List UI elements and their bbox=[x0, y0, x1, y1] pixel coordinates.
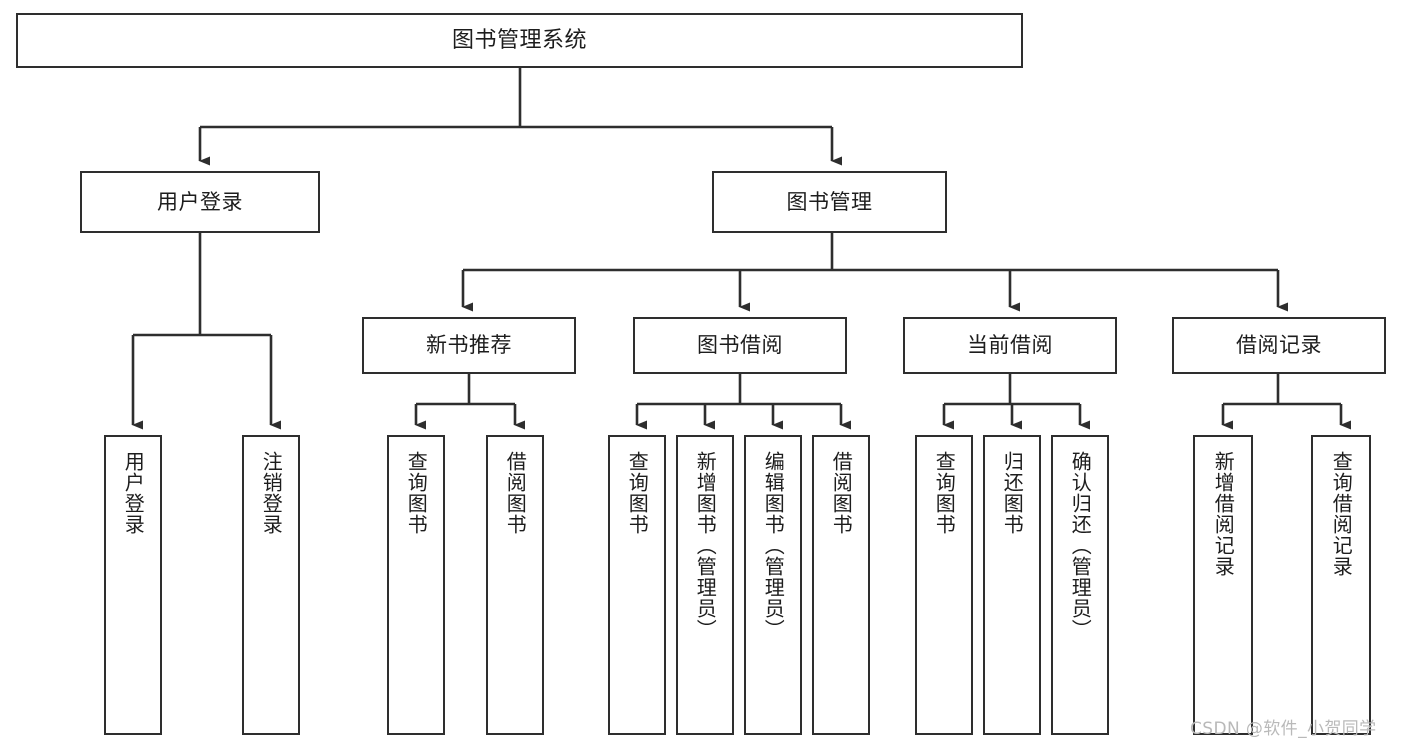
node-label: 新增图书（管理员） bbox=[693, 451, 718, 640]
new-book-rec-subtree-edges bbox=[414, 374, 525, 430]
node-label: 用户登录 bbox=[157, 189, 243, 214]
node-label: 用户登录 bbox=[121, 451, 146, 535]
leaf-user-login[interactable]: 用户登录 bbox=[104, 435, 162, 735]
node-current-borrow[interactable]: 当前借阅 bbox=[903, 317, 1117, 374]
leaf-confirm-return-admin[interactable]: 确认归还（管理员） bbox=[1051, 435, 1109, 735]
root-to-level2-edges bbox=[198, 68, 842, 166]
node-label: 编辑图书（管理员） bbox=[761, 451, 786, 640]
book-manage-subtree-edges bbox=[461, 233, 1288, 312]
node-label: 查询借阅记录 bbox=[1329, 451, 1354, 577]
leaf-query-book-recommend[interactable]: 查询图书 bbox=[387, 435, 445, 735]
node-label: 图书管理系统 bbox=[451, 27, 587, 53]
leaf-query-book-current[interactable]: 查询图书 bbox=[915, 435, 973, 735]
node-label: 图书管理 bbox=[786, 189, 873, 214]
node-label: 新书推荐 bbox=[426, 333, 512, 358]
user-login-subtree-edges bbox=[131, 233, 281, 430]
node-root-system-title[interactable]: 图书管理系统 bbox=[16, 13, 1023, 68]
leaf-borrow-book[interactable]: 借阅图书 bbox=[812, 435, 870, 735]
leaf-query-book-borrow[interactable]: 查询图书 bbox=[608, 435, 666, 735]
leaf-edit-book-admin[interactable]: 编辑图书（管理员） bbox=[744, 435, 802, 735]
node-book-borrow[interactable]: 图书借阅 bbox=[633, 317, 847, 374]
node-user-login[interactable]: 用户登录 bbox=[80, 171, 320, 233]
node-label: 归还图书 bbox=[1000, 451, 1025, 535]
leaf-logout-login[interactable]: 注销登录 bbox=[242, 435, 300, 735]
node-label: 借阅图书 bbox=[829, 451, 854, 535]
borrow-record-subtree-edges bbox=[1221, 374, 1351, 430]
node-new-book-recommend[interactable]: 新书推荐 bbox=[362, 317, 576, 374]
leaf-borrow-book-recommend[interactable]: 借阅图书 bbox=[486, 435, 544, 735]
node-book-manage[interactable]: 图书管理 bbox=[712, 171, 947, 233]
leaf-query-borrow-record[interactable]: 查询借阅记录 bbox=[1311, 435, 1371, 735]
leaf-add-borrow-record[interactable]: 新增借阅记录 bbox=[1193, 435, 1253, 735]
book-borrow-subtree-edges bbox=[635, 374, 851, 430]
current-borrow-subtree-edges bbox=[942, 374, 1090, 430]
node-label: 查询图书 bbox=[625, 451, 650, 535]
leaf-add-book-admin[interactable]: 新增图书（管理员） bbox=[676, 435, 734, 735]
node-borrow-record[interactable]: 借阅记录 bbox=[1172, 317, 1386, 374]
node-label: 当前借阅 bbox=[967, 333, 1053, 358]
node-label: 查询图书 bbox=[404, 451, 429, 535]
node-label: 新增借阅记录 bbox=[1211, 451, 1236, 577]
node-label: 借阅记录 bbox=[1236, 333, 1322, 358]
leaf-return-book[interactable]: 归还图书 bbox=[983, 435, 1041, 735]
node-label: 确认归还（管理员） bbox=[1068, 451, 1093, 640]
node-label: 图书借阅 bbox=[697, 333, 783, 358]
node-label: 注销登录 bbox=[259, 451, 284, 535]
csdn-watermark: CSDN @软件_小贺同学 bbox=[1190, 719, 1377, 739]
node-label: 借阅图书 bbox=[503, 451, 528, 535]
node-label: 查询图书 bbox=[932, 451, 957, 535]
